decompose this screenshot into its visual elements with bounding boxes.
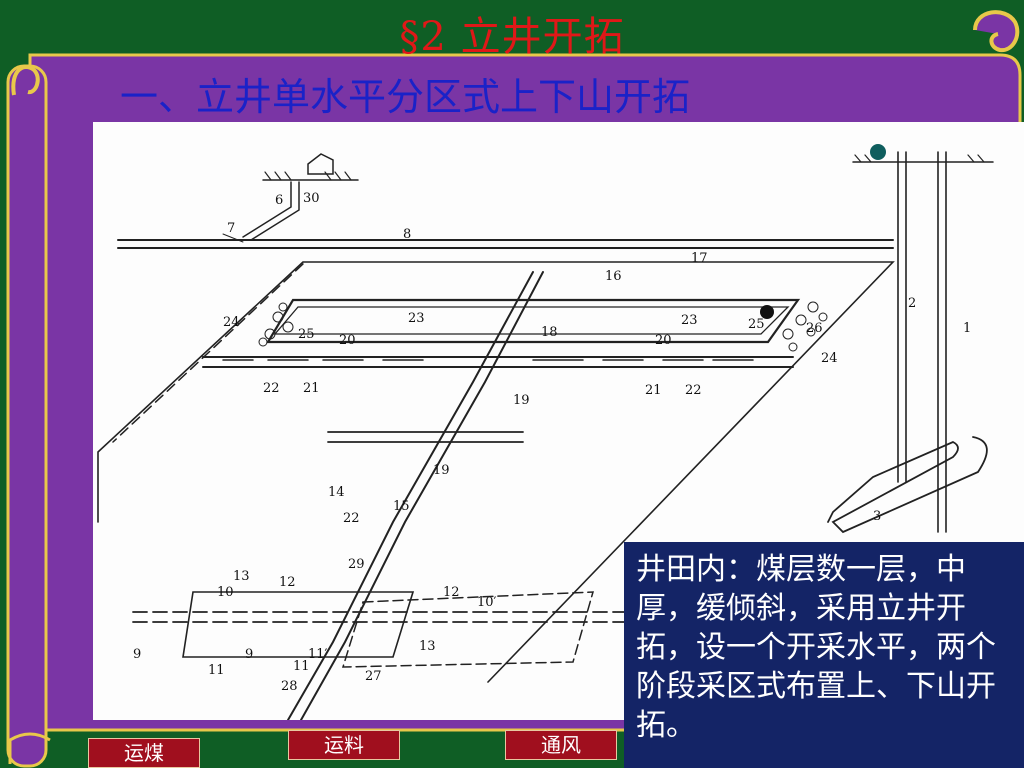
label-10prime: 10′ [477, 595, 497, 610]
label-10: 10 [217, 585, 234, 600]
road-8 [117, 239, 894, 249]
diagram-drawing: 1 2 3 6 30 7 8 17 16 23 18 23 24 25 20 2… [97, 144, 994, 721]
label-6: 6 [275, 193, 283, 208]
label-9a: 9 [133, 647, 141, 662]
label-2: 2 [908, 296, 916, 311]
label-1: 1 [963, 321, 971, 336]
label-19b: 19 [433, 463, 450, 478]
seam-outline [97, 261, 895, 683]
marker-dot [760, 305, 774, 319]
nav-button-coal[interactable]: 运煤 [88, 738, 200, 768]
label-8: 8 [403, 227, 411, 242]
upper-district [266, 298, 801, 344]
label-20a: 20 [339, 333, 356, 348]
diagram-labels: 1 2 3 6 30 7 8 17 16 23 18 23 24 25 20 2… [133, 191, 971, 694]
label-25a: 25 [298, 327, 315, 342]
label-23a: 23 [408, 311, 425, 326]
aux-shaft-2 [897, 151, 907, 483]
label-29: 29 [348, 557, 365, 572]
main-shaft-1 [937, 151, 947, 533]
label-24b: 24 [821, 351, 838, 366]
page-title: §2 立井开拓 [399, 14, 625, 60]
label-11prime: 11′ [308, 647, 328, 662]
label-11a: 11 [208, 663, 225, 678]
label-12b: 12 [443, 585, 460, 600]
label-22c: 22 [343, 511, 360, 526]
nav-button-material[interactable]: 运料 [288, 730, 400, 760]
label-19a: 19 [513, 393, 530, 408]
label-9b: 9 [245, 647, 253, 662]
label-20b: 20 [655, 333, 672, 348]
label-13b: 13 [419, 639, 436, 654]
label-14: 14 [328, 485, 345, 500]
label-16: 16 [605, 269, 622, 284]
label-23b: 23 [681, 313, 698, 328]
label-17: 17 [691, 251, 708, 266]
label-7: 7 [227, 221, 235, 236]
label-11b: 11 [293, 659, 310, 674]
label-21a: 21 [303, 381, 320, 396]
house-icon [307, 153, 334, 175]
label-24a: 24 [223, 315, 240, 330]
label-12a: 12 [279, 575, 296, 590]
nav-button-ventilation[interactable]: 通风 [505, 730, 617, 760]
rise-roadway [287, 271, 544, 721]
description-box: 井田内：煤层数一层，中厚，缓倾斜，采用立井开拓，设一个开采水平，两个阶段采区式布… [624, 542, 1024, 768]
label-22b: 22 [685, 383, 702, 398]
marker-dot-teal [870, 144, 886, 160]
label-3: 3 [873, 509, 881, 524]
label-21b: 21 [645, 383, 662, 398]
label-30: 30 [303, 191, 320, 206]
label-13a: 13 [233, 569, 250, 584]
label-18: 18 [541, 325, 558, 340]
label-26: 26 [806, 321, 823, 336]
label-25b: 25 [748, 317, 765, 332]
label-28: 28 [281, 679, 298, 694]
label-15: 15 [393, 499, 410, 514]
label-22a: 22 [263, 381, 280, 396]
section-subtitle: 一、立井单水平分区式上下山开拓 [120, 75, 691, 119]
label-27: 27 [365, 669, 382, 684]
